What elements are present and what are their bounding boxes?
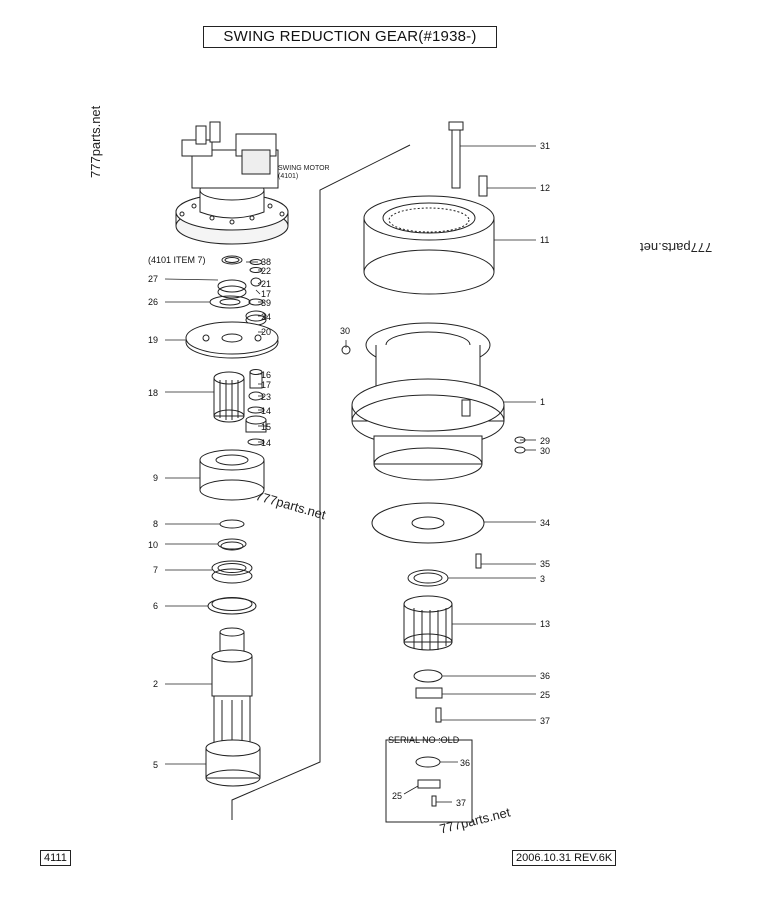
part-label-p34: 34 <box>540 518 550 528</box>
part-label-p6: 6 <box>153 601 158 611</box>
part-label-p17b: 17 <box>261 380 271 390</box>
part-label-p10: 10 <box>148 540 158 550</box>
carrier-housing <box>199 449 265 501</box>
part-label-p14b: 14 <box>261 438 271 448</box>
ring-gear <box>363 195 495 295</box>
part-label-s37: 37 <box>456 798 466 808</box>
part-label-s25: 25 <box>392 791 402 801</box>
part-label-s36: 36 <box>460 758 470 768</box>
cover-plate <box>371 502 485 569</box>
part-label-p8: 8 <box>153 519 158 529</box>
part-label-p38: 38 <box>261 257 271 267</box>
part-label-p18: 18 <box>148 388 158 398</box>
part-label-p31: 31 <box>540 141 550 151</box>
planet-gear-large <box>213 369 267 446</box>
part-label-p26: 26 <box>148 297 158 307</box>
part-label-p36: 36 <box>540 671 550 681</box>
bolt-and-pin <box>448 121 488 197</box>
oil-seal <box>407 569 449 587</box>
pinion-shaft <box>205 627 261 787</box>
part-label-p23: 23 <box>261 392 271 402</box>
part-label-p39: 39 <box>261 298 271 308</box>
part-label-p20: 20 <box>261 327 271 337</box>
part-label-p30b: 30 <box>540 446 550 456</box>
part-label-p16: 16 <box>261 370 271 380</box>
part-label-p9: 9 <box>153 473 158 483</box>
part-label-p2: 2 <box>153 679 158 689</box>
carrier-plate <box>185 321 279 359</box>
pinion-gear <box>403 595 453 651</box>
swing-motor-drawing <box>175 121 289 245</box>
ref-label: (4101 ITEM 7) <box>148 255 206 265</box>
leader-p17a <box>255 289 261 295</box>
serial-box <box>385 739 473 823</box>
motor-label-line1: SWING MOTOR <box>278 165 330 172</box>
part-label-p15: 15 <box>261 422 271 432</box>
part-label-p14a: 14 <box>261 406 271 416</box>
part-label-p25: 25 <box>540 690 550 700</box>
part-label-p27: 27 <box>148 274 158 284</box>
part-label-p7: 7 <box>153 565 158 575</box>
part-label-p19: 19 <box>148 335 158 345</box>
bearing-parts <box>207 519 257 615</box>
part-label-p29: 29 <box>540 436 550 446</box>
part-label-p1: 1 <box>540 397 545 407</box>
part-label-p37: 37 <box>540 716 550 726</box>
serial-box-title: SERIAL NO :OLD <box>388 735 460 745</box>
leader-s25 <box>403 785 419 795</box>
part-label-p21: 21 <box>261 279 271 289</box>
part-label-p11: 11 <box>540 235 549 245</box>
revision-stamp: 2006.10.31 REV.6K <box>512 850 617 866</box>
gear-housing <box>341 322 526 481</box>
part-label-p17a: 17 <box>261 289 271 299</box>
part-label-p35: 35 <box>540 559 550 569</box>
part-label-p13: 13 <box>540 619 550 629</box>
part-label-p3: 3 <box>540 574 545 584</box>
axis-connector <box>231 144 411 820</box>
part-label-p22: 22 <box>261 266 271 276</box>
part-label-p30a: 30 <box>340 326 350 336</box>
motor-label-line2: (4101) <box>278 173 298 180</box>
leader-p27 <box>164 278 219 281</box>
page-title: SWING REDUCTION GEAR(#1938-) <box>203 26 497 48</box>
retaining-parts <box>413 669 443 723</box>
part-label-p5: 5 <box>153 760 158 770</box>
leader-p21 <box>257 281 262 285</box>
page-number: 4111 <box>40 850 71 866</box>
part-label-p24: 24 <box>261 312 271 322</box>
part-label-p12: 12 <box>540 183 550 193</box>
